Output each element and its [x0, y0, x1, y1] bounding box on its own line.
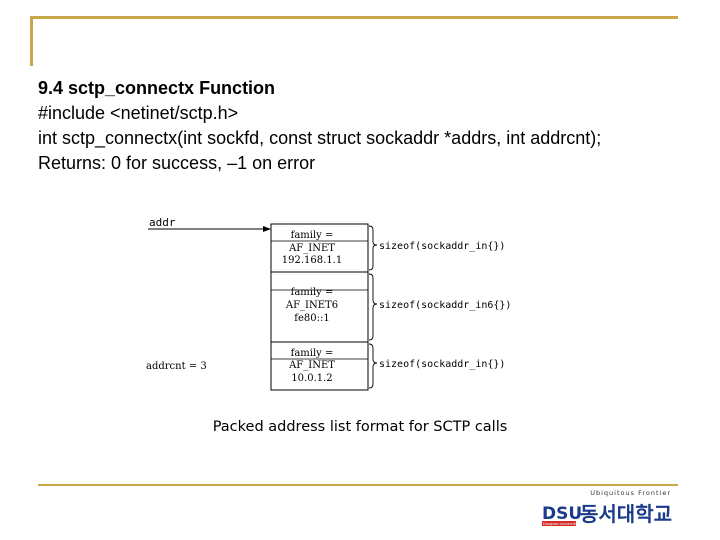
include-line: #include <netinet/sctp.h> — [38, 103, 239, 123]
brace-2 — [368, 273, 378, 341]
box-2-family-value: AF_INET6 — [285, 300, 338, 311]
returns-line: Returns: 0 for success, –1 on error — [38, 153, 316, 173]
box-2-address: fe80::1 — [294, 313, 329, 324]
box-1-size: sizeof(sockaddr_in{}) — [379, 241, 505, 252]
box-3-size: sizeof(sockaddr_in{}) — [379, 359, 505, 370]
logo-red-bar — [542, 521, 576, 526]
bottom-accent-rule — [38, 484, 678, 486]
box-1-family-label: family = — [291, 230, 334, 241]
slide-text: 9.4 sctp_connectx Function #include <net… — [38, 76, 698, 176]
slide-title: 9.4 sctp_connectx Function — [38, 78, 276, 98]
left-accent-rule — [30, 16, 33, 66]
addr-pointer-label: addr — [149, 216, 176, 229]
box-1-address: 192.168.1.1 — [282, 255, 342, 266]
box-2-size: sizeof(sockaddr_in6{}) — [379, 300, 511, 311]
top-accent-rule — [30, 16, 678, 19]
logo-tagline: Ubiquitous Frontier — [590, 489, 671, 497]
box-3-address: 10.0.1.2 — [291, 373, 332, 384]
logo-korean-name: 동서대학교 — [580, 502, 672, 526]
logo-mark: DSU — [542, 504, 582, 524]
logo-sub: Dongseo University — [543, 522, 577, 526]
addrcnt-label: addrcnt = 3 — [146, 361, 207, 372]
box-3-family-label: family = — [291, 348, 334, 359]
university-logo: Ubiquitous Frontier DSU Dongseo Universi… — [542, 489, 672, 526]
brace-1 — [368, 225, 378, 271]
box-2-family-label: family = — [291, 287, 334, 298]
box-1-family-value: AF_INET — [288, 243, 335, 254]
diagram-caption: Packed address list format for SCTP call… — [212, 419, 508, 435]
packed-address-diagram: addr addrcnt = 3 family = AF_INET 192.16… — [146, 216, 511, 391]
sockaddr-box-3 — [270, 341, 369, 391]
brace-3 — [368, 343, 378, 389]
box-3-family-value: AF_INET — [288, 360, 335, 371]
prototype-line: int sctp_connectx(int sockfd, const stru… — [38, 128, 602, 148]
